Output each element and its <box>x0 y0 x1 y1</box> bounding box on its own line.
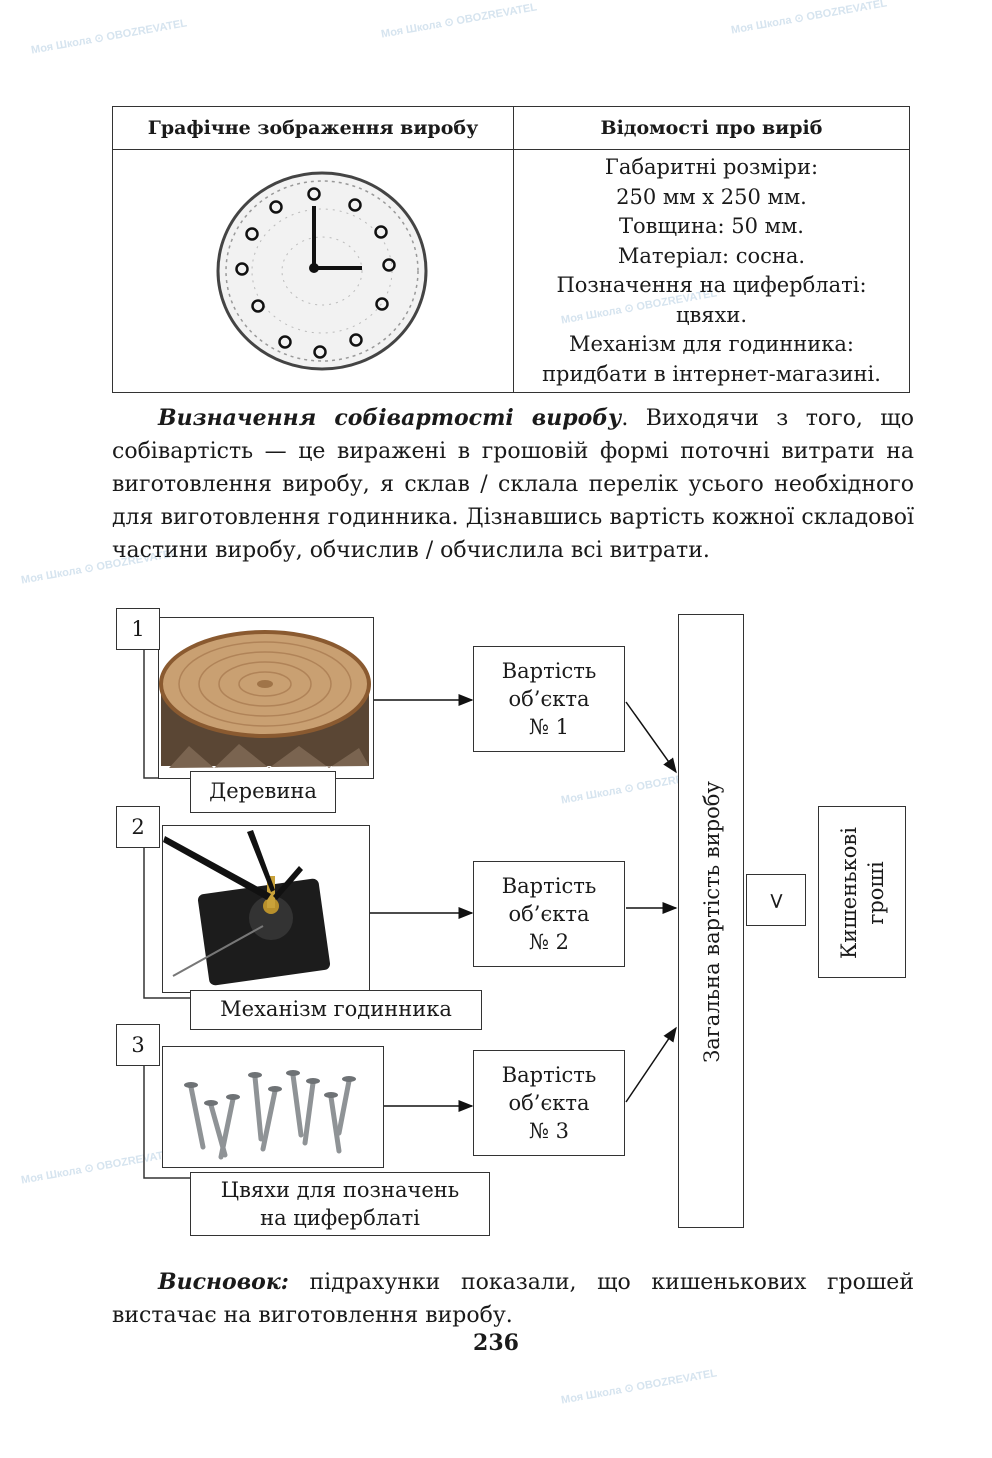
wood-stump-image <box>159 618 372 777</box>
mechanism-image-frame <box>162 825 370 993</box>
cost-line: об’єкта <box>508 902 590 926</box>
cost-line: об’єкта <box>508 1091 590 1115</box>
pocket-money-box: Кишенькові гроші <box>818 806 906 978</box>
item-number-3: 3 <box>116 1024 160 1066</box>
page-number: 236 <box>473 1330 519 1356</box>
clock-mechanism-image <box>163 830 331 986</box>
detail-line: придбати в інтернет-магазині. <box>542 361 881 386</box>
cost-line: № 3 <box>529 1119 569 1143</box>
detail-line: Механізм для годинника: <box>569 332 854 356</box>
detail-line: Габаритні розміри: <box>604 155 819 179</box>
table-header-details: Відомості про виріб <box>513 106 910 150</box>
total-cost-label: Загальна вартість виробу <box>700 781 724 1063</box>
item-number-1: 1 <box>116 608 160 650</box>
mechanism-label: Механізм годинника <box>190 990 482 1030</box>
nails-label-line: Цвяхи для позначень <box>220 1178 460 1202</box>
cost-box-1: Вартість об’єкта № 1 <box>473 646 625 752</box>
clock-drawing <box>216 171 428 371</box>
cost-line: об’єкта <box>508 687 590 711</box>
cost-paragraph-text: . Виходячи з того, що собівартість — це … <box>112 406 915 563</box>
detail-line: 250 мм х 250 мм. <box>616 184 807 209</box>
conclusion-paragraph: Висновок: підрахунки показали, що кишень… <box>112 1266 914 1332</box>
cost-paragraph-title: Визначення собівартості виробу <box>158 405 622 431</box>
conclusion-title: Висновок: <box>158 1269 289 1295</box>
table-header-image: Графічне зображення виробу <box>112 106 514 150</box>
less-than-sign: < <box>764 891 790 911</box>
conclusion-text: підрахунки показали, що кишенькових грош… <box>112 1270 914 1328</box>
comparison-box: < <box>746 874 806 926</box>
nails-label: Цвяхи для позначень на циферблаті <box>190 1172 490 1236</box>
total-cost-box: Загальна вартість виробу <box>678 614 744 1228</box>
nail-markers <box>235 187 396 359</box>
product-details-cell: Габаритні розміри: 250 мм х 250 мм. Товщ… <box>513 149 910 393</box>
detail-line: Товщина: 50 мм. <box>618 214 804 238</box>
wood-label: Деревина <box>190 771 336 813</box>
cost-paragraph: Визначення собівартості виробу. Виходячи… <box>112 402 914 567</box>
pocket-money-line: Кишенькові <box>837 827 861 959</box>
cost-line: № 1 <box>529 715 569 739</box>
pocket-money-line: гроші <box>864 861 888 925</box>
wood-image-frame <box>158 617 374 779</box>
cost-line: Вартість <box>501 1063 597 1087</box>
nails-image-frame <box>162 1046 384 1168</box>
cost-box-2: Вартість об’єкта № 2 <box>473 861 625 967</box>
cost-line: Вартість <box>501 659 597 683</box>
cost-box-3: Вартість об’єкта № 3 <box>473 1050 625 1156</box>
cost-line: Вартість <box>501 874 597 898</box>
item-number-2: 2 <box>116 806 160 848</box>
detail-line: Позначення на циферблаті: <box>556 273 867 297</box>
detail-line: цвяхи. <box>675 302 748 327</box>
pocket-money-label: Кишенькові гроші <box>836 827 890 959</box>
detail-line: Матеріал: сосна. <box>617 243 806 268</box>
nails-image <box>184 1070 356 1160</box>
product-info-table: Графічне зображення виробу Відомості про… <box>112 106 910 393</box>
nails-label-line: на циферблаті <box>260 1206 420 1230</box>
cost-line: № 2 <box>529 930 569 954</box>
